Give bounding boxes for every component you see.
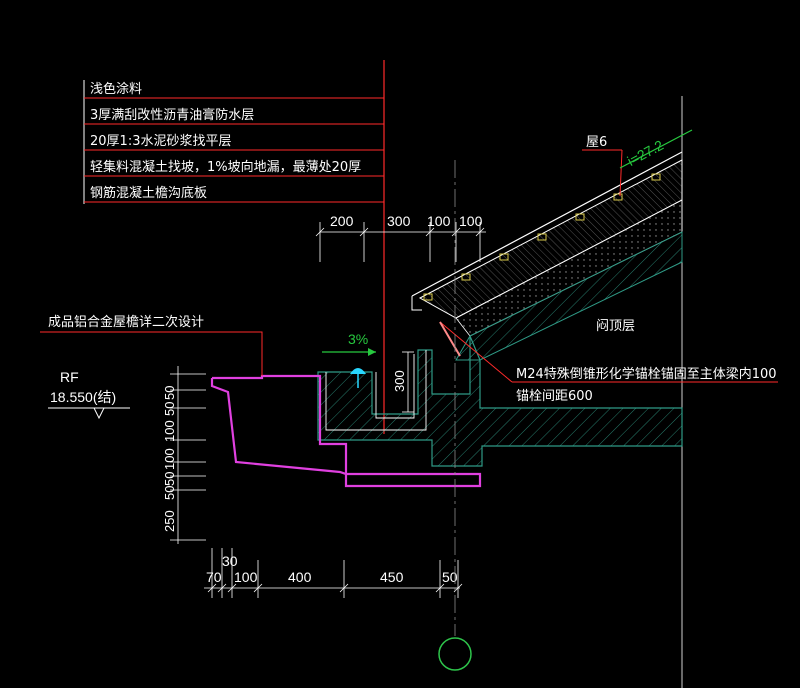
gutter-slope-label: 3% [348,331,368,347]
sloped-roof [411,151,683,361]
drain-icon [350,368,366,388]
tile-battens [423,173,661,301]
aluminium-eave-outline [210,374,482,488]
dim-left-6: 50 [162,486,177,500]
dim-bottom-1: 70 [206,569,222,585]
dim-top-2: 300 [387,213,411,229]
layer-note-2: 3厚满刮改性沥青油膏防水层 [90,107,254,123]
upstand-dimension [402,351,414,413]
roof-layer-label: 闷顶层 [596,319,635,334]
rf-label: RF [60,369,79,385]
dim-top-1: 200 [330,213,354,229]
layer-note-5: 钢筋混凝土檐沟底板 [90,185,207,201]
anchor-bolt [439,321,461,357]
anchor-leader [439,321,513,383]
dim-top-4: 100 [459,213,483,229]
left-dimension-line [170,366,206,544]
layer-note-1: 浅色涂料 [90,81,142,97]
dim-bottom-2: 100 [234,569,258,585]
dim-left-7: 250 [162,510,177,532]
tile-leader-drop [619,149,623,197]
roof-slope-arrow [619,129,693,169]
dim-left-4: 100 [162,448,177,470]
gutter-note-leader [40,331,263,376]
bottom-dimension-line [204,548,463,598]
dim-top-3: 100 [427,213,451,229]
axis-circle-icon [438,637,472,671]
tile-label: 屋6 [586,135,607,150]
dim-bottom-3: 400 [288,569,312,585]
elevation-marker-icon [93,407,105,420]
dim-left-3: 100 [162,420,177,442]
upstand-height-label: 300 [392,370,407,392]
dim-bottom-upper-1: 30 [222,553,238,569]
anchor-note-line-1: M24特殊倒锥形化学锚栓锚固至主体梁内100 [516,366,777,382]
dim-left-1: 50 [162,386,177,400]
top-dimension-line [315,222,486,262]
dim-bottom-5: 50 [442,569,458,585]
gutter-slope-arrowhead [368,348,376,356]
layer-note-3: 20厚1:3水泥砂浆找平层 [90,134,231,149]
gutter-note-label: 成品铝合金屋檐详二次设计 [48,314,204,330]
dim-left-5: 50 [162,472,177,486]
dim-bottom-4: 450 [380,569,404,585]
concrete-section [317,335,683,467]
layer-note-4: 轻集料混凝土找坡，1%坡向地漏，最薄处20厚 [90,159,361,175]
dim-left-2: 50 [162,402,177,416]
layer-note-table: 浅色涂料 3厚满刮改性沥青油膏防水层 20厚1:3水泥砂浆找平层 轻集料混凝土找… [83,80,384,204]
anchor-note-line-2: 锚栓间距600 [516,389,593,404]
elevation-label: 18.550(结) [50,389,116,405]
